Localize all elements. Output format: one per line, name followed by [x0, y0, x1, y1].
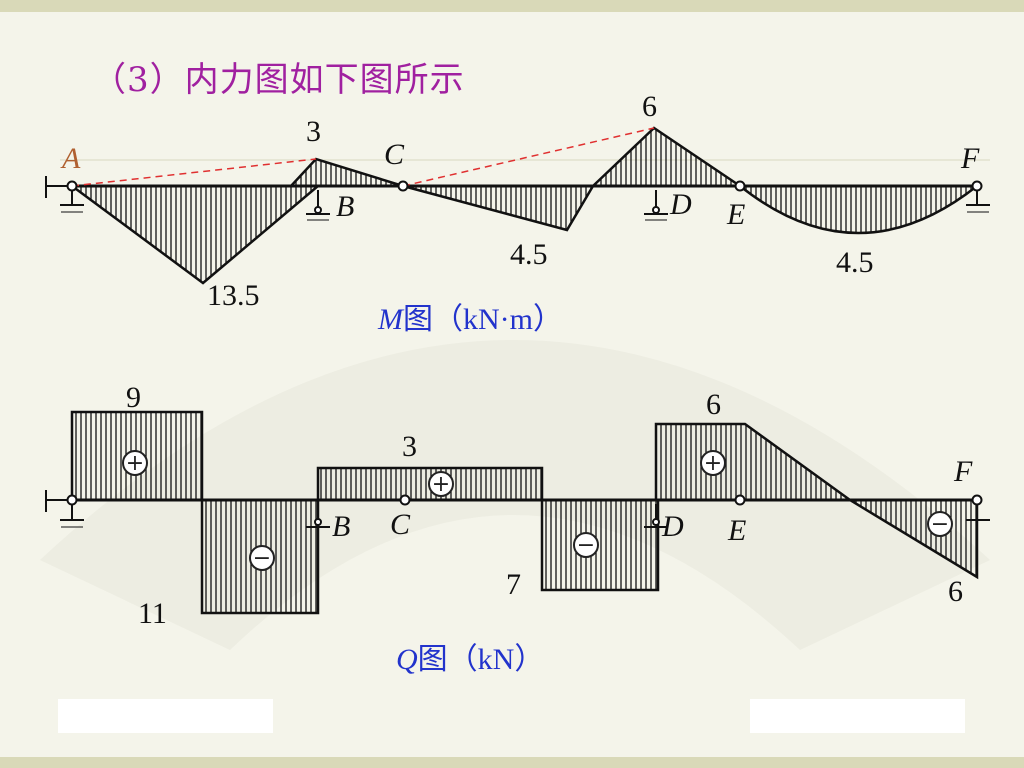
moment-value-4-5-EF: 4.5	[836, 246, 874, 279]
shear-hinge-F	[971, 494, 983, 506]
shear-value-3: 3	[402, 430, 417, 463]
footer-box-right	[750, 699, 965, 733]
shear-value-6-bottom: 6	[948, 575, 963, 608]
hinge-F	[971, 180, 983, 192]
moment-caption-text: 图（kN·m）	[403, 303, 563, 336]
moment-area-EF	[736, 184, 981, 235]
moment-value-13-5: 13.5	[207, 279, 260, 312]
shear-hinge-A	[66, 494, 78, 506]
shear-value-6-top: 6	[706, 388, 721, 421]
moment-caption: M图（kN·m）	[378, 294, 563, 338]
shear-node-label-D: D	[662, 510, 684, 543]
sign-minus-6: −	[927, 511, 953, 537]
sign-plus-9: +	[122, 450, 148, 476]
shear-diagram	[45, 410, 990, 615]
hinge-A	[66, 180, 78, 192]
support-A	[45, 176, 84, 213]
sign-minus-7: −	[573, 532, 599, 558]
shear-value-11: 11	[138, 597, 167, 630]
moment-value-3: 3	[306, 115, 321, 148]
support-F	[966, 190, 990, 213]
shear-hinge-C	[399, 494, 411, 506]
footer-box-left	[58, 699, 273, 733]
shear-support-A	[45, 490, 84, 528]
shear-value-9: 9	[126, 381, 141, 414]
hinge-C	[397, 180, 409, 192]
shear-node-label-E: E	[728, 514, 747, 547]
shear-value-7: 7	[506, 568, 521, 601]
moment-caption-symbol: M	[378, 303, 403, 336]
shear-area-7	[540, 498, 660, 592]
shear-support-B	[306, 504, 330, 528]
shear-hinge-E	[734, 494, 746, 506]
page-title: （3）内力图如下图所示	[92, 60, 465, 100]
node-label-A: A	[62, 142, 81, 175]
shear-node-label-C: C	[390, 508, 411, 541]
sign-plus-3: +	[428, 471, 454, 497]
shear-caption-text: 图（kN）	[417, 643, 545, 676]
shear-support-F	[966, 504, 990, 521]
dashed-line-CD	[402, 127, 655, 187]
node-label-C: C	[384, 138, 405, 171]
hinge-E	[734, 180, 746, 192]
top-band	[0, 0, 1024, 12]
dashed-line-AB	[71, 158, 317, 187]
moment-diagram	[45, 126, 990, 285]
node-label-B: B	[336, 190, 355, 223]
node-label-D: D	[670, 188, 692, 221]
node-label-F: F	[961, 142, 980, 175]
moment-area-AB	[68, 184, 322, 285]
shear-caption: Q图（kN）	[396, 634, 544, 678]
sign-minus-11: −	[249, 545, 275, 571]
moment-area-CD-neg	[402, 184, 596, 232]
shear-node-label-F: F	[954, 455, 973, 488]
sign-plus-6: +	[700, 450, 726, 476]
node-label-E: E	[727, 198, 746, 231]
moment-value-6: 6	[642, 90, 657, 123]
support-D	[644, 190, 668, 221]
shear-support-D	[644, 504, 668, 528]
shear-node-label-B: B	[332, 510, 351, 543]
shear-caption-symbol: Q	[396, 643, 418, 676]
moment-value-4-5-CD: 4.5	[510, 238, 548, 271]
support-B	[306, 190, 330, 221]
bottom-band	[0, 757, 1024, 768]
